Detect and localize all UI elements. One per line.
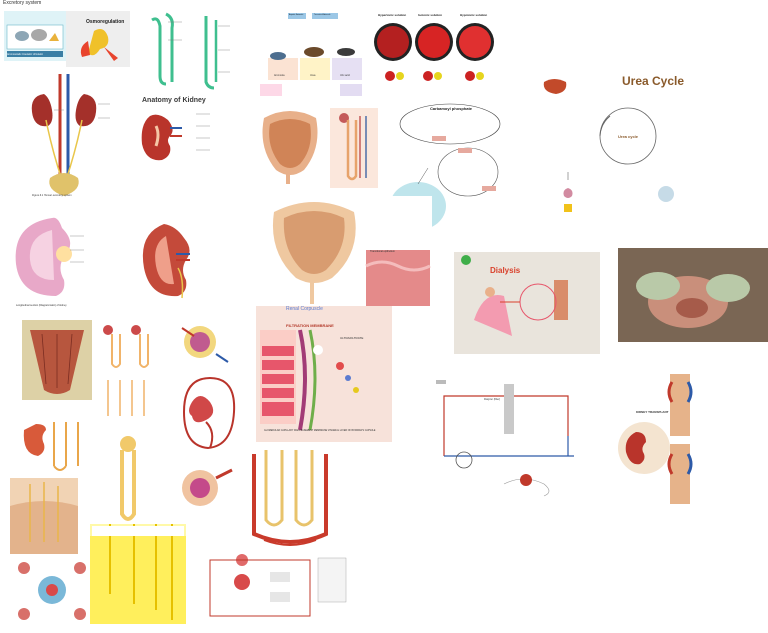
thumb-counter-current[interactable]: Counter Current Mechanism (244, 444, 336, 556)
thumb-nephron-loops[interactable] (330, 108, 378, 188)
nitrogen-waste-image (260, 13, 362, 96)
hemodialysis-circuit-image (436, 380, 574, 497)
loop-of-henle-image (120, 436, 136, 521)
thumb-kidney-transplant[interactable]: KIDNEY TRANSPLANT (614, 368, 750, 510)
thumb-glomerulus[interactable] (172, 320, 238, 368)
kidney-transplant-image (618, 374, 693, 504)
thumb-nephron-skin[interactable] (10, 478, 78, 554)
nephron-diagrams-image (103, 325, 149, 416)
bladder-anatomy-image (272, 202, 431, 306)
thumb-urea-cycle[interactable]: Urea Cycle Urea cycle (538, 74, 688, 220)
bowman-capsule-image (182, 376, 236, 450)
bile-yellow-image (90, 524, 186, 624)
rbc-hypotonic-label: Hypotonic solution (460, 13, 488, 17)
bladder-hist-label: Transitional epithelium (370, 250, 395, 253)
thumb-bladder-anatomy[interactable]: Transitional epithelium (254, 196, 432, 308)
osmoregulation-image (80, 29, 118, 61)
thumb-kidney-tubule-small[interactable] (18, 416, 94, 478)
organs-overview-image (18, 562, 86, 620)
urea-cycle-title: Urea Cycle (622, 74, 685, 88)
urinary-system-image (31, 74, 110, 196)
kidney-cross-section-image (142, 224, 190, 299)
thumb-bowman-capsule[interactable] (172, 372, 238, 456)
rbc-isotonic-label: Isotonic solution (418, 13, 442, 17)
filtration-footer: GLOMERULAR CAPILLARY WALL BASEMENT MEMBR… (264, 430, 376, 432)
thumb-osmoregulation[interactable]: Osmoregulation (66, 11, 130, 67)
rbc-hypertonic-label: Hypertonic solution (378, 13, 407, 17)
kidney-tubule-image (23, 422, 79, 471)
thumb-circulation-diagram[interactable] (200, 546, 350, 626)
thumb-longitudinal-section[interactable]: Longitudinal section (Diagrammatic) of k… (4, 206, 134, 314)
chart-col-urea: Urea (310, 74, 316, 77)
bladder-section-image (262, 111, 318, 184)
thumb-nephron-green[interactable] (138, 10, 248, 90)
thumb-nephron-diagrams[interactable] (96, 320, 158, 424)
thumb-dialysis-illustration[interactable]: Dialysis (454, 252, 600, 354)
urea-cycle-image (543, 79, 674, 212)
transplant-title: KIDNEY TRANSPLANT (636, 410, 669, 414)
thumb-juxtaglomerular[interactable] (170, 458, 238, 522)
filtration-header: FILTRATION MEMBRANE (286, 323, 334, 328)
thumb-bile-yellow[interactable] (90, 524, 186, 624)
longitudinal-caption: Longitudinal section (Diagrammatic) of k… (16, 304, 67, 307)
glomerulus-image (181, 326, 229, 363)
urea-cycle-center: Urea cycle (618, 134, 639, 139)
thumb-urinary-system[interactable]: Figure 6.1 Human excretory system (4, 70, 128, 204)
thumb-hemodialysis-circuit[interactable]: Dialyzer (filter) (418, 360, 606, 510)
juxtaglomerular-image (182, 468, 233, 506)
thumb-organs-overview[interactable] (14, 556, 92, 626)
thumb-loop-of-henle[interactable] (96, 432, 164, 528)
excretion-types-label: Ammonotelic Ureotelic Uricotelic (7, 53, 43, 56)
circulation-diagram-image (209, 554, 347, 617)
thumb-kidney-surgery-photo[interactable] (618, 248, 768, 342)
thumb-excretion-types[interactable]: Ammonotelic Ureotelic Uricotelic (4, 11, 66, 61)
nephron-skin-image (10, 482, 78, 554)
chart-box-terrestrial: Terrestrial Animals (314, 14, 331, 16)
anatomy-title: Anatomy of Kidney (142, 97, 206, 104)
rbc-solutions-image (374, 23, 494, 81)
thumb-kidney-cross-section[interactable] (136, 216, 246, 308)
dialyzer-label: Dialyzer (filter) (484, 398, 501, 401)
chart-col-uricacid: Uric acid (340, 74, 350, 77)
thumb-anatomy-kidney[interactable]: Anatomy of Kidney (136, 96, 246, 178)
renal-corpuscle-title: Renal Corpuscle (286, 306, 323, 312)
carbamoyl-title: Carbamoyl phosphate (430, 106, 473, 111)
thumb-medulla-pyramid[interactable] (22, 320, 92, 400)
thumb-filtration-membrane[interactable]: Renal Corpuscle FILTRATION MEMBRANE ULTR… (256, 306, 392, 442)
thumb-bladder-section[interactable] (254, 108, 326, 188)
kidney-surgery-photo (618, 248, 768, 342)
counter-current-image (252, 450, 328, 546)
osmoregulation-label: Osmoregulation (86, 19, 125, 25)
page-title: Excretory system (3, 0, 42, 6)
chart-box-aquatic: Aquatic Animals (289, 14, 304, 16)
thumb-rbc-solutions[interactable]: Hypertonic solution Isotonic solution Hy… (372, 12, 496, 92)
filtration-ultra: ULTRAFILTRATE (340, 336, 364, 340)
nephron-green-image (151, 12, 230, 90)
urinary-figure-caption: Figure 6.1 Human excretory system (32, 194, 72, 197)
anatomy-kidney-image (141, 113, 210, 161)
longitudinal-section-image (15, 217, 84, 296)
chart-col-ammonia: Ammonia (274, 74, 285, 77)
medulla-pyramid-image (30, 330, 84, 394)
thumb-nitrogen-waste-chart[interactable]: Aquatic Animals Terrestrial Animals Ammo… (254, 12, 374, 100)
nephron-loops-image (339, 113, 367, 181)
excretion-types-image (6, 24, 64, 57)
filtration-membrane-image (260, 329, 359, 431)
dialysis-title: Dialysis (490, 266, 521, 275)
dialysis-image (461, 255, 568, 336)
